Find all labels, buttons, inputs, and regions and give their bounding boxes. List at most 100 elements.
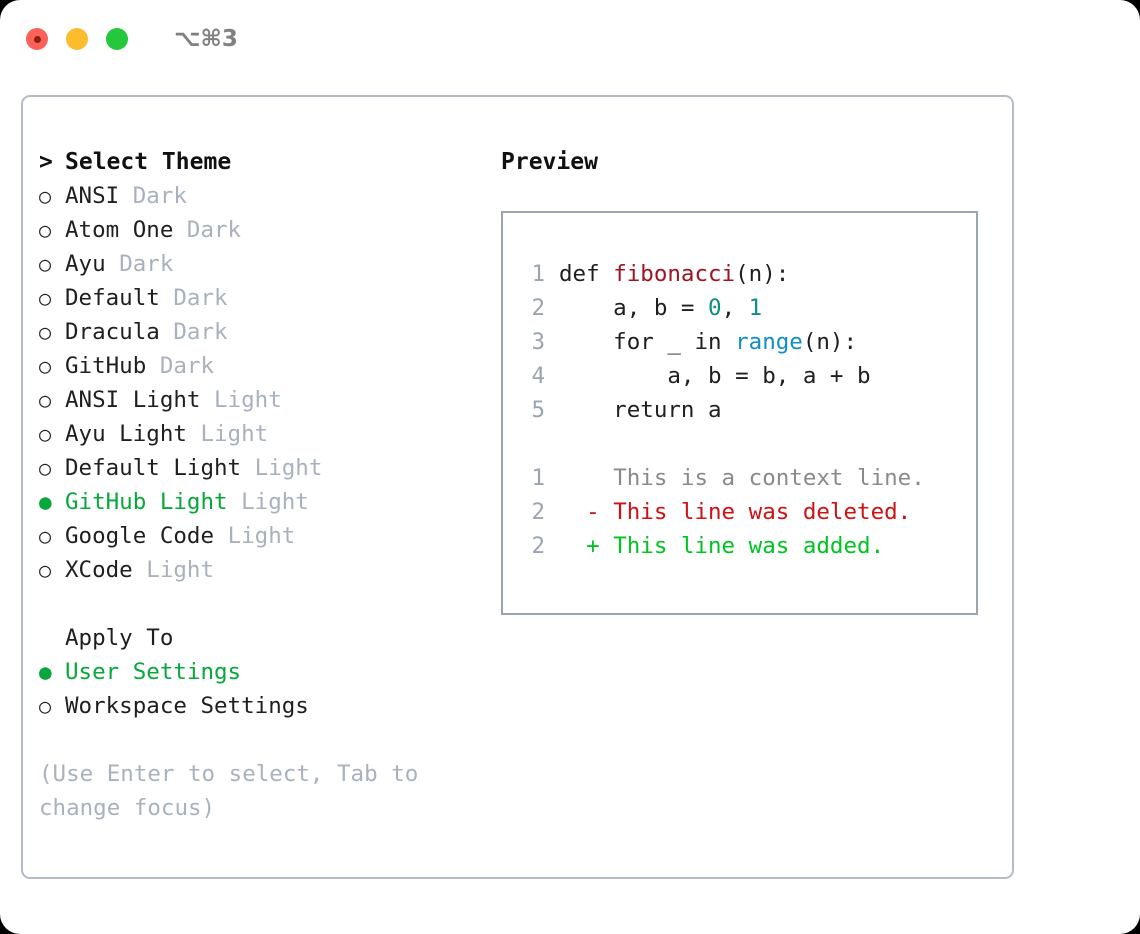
- keyboard-shortcut-label: ⌥⌘3: [174, 26, 238, 52]
- theme-name-tag-separator: [214, 519, 228, 553]
- theme-type-tag: Light: [200, 421, 269, 447]
- radio-unselected-icon: ○: [39, 184, 52, 208]
- theme-list-item[interactable]: ○ Default Dark: [39, 281, 479, 315]
- theme-type-tag: Dark: [186, 217, 242, 243]
- code-token: 0: [708, 295, 722, 321]
- theme-name-tag-separator: [160, 281, 174, 315]
- theme-name: Dracula: [65, 319, 160, 345]
- list-spacer: [39, 587, 479, 621]
- apply-to-option[interactable]: ●User Settings: [39, 655, 479, 689]
- minimize-button[interactable]: [66, 28, 88, 50]
- apply-to-heading: Apply To: [39, 621, 479, 655]
- theme-type-tag: Dark: [173, 319, 228, 345]
- theme-list-item[interactable]: ○Default Light Light: [39, 451, 479, 485]
- theme-list-item[interactable]: ○ ANSI Light Light: [39, 383, 479, 417]
- radio-unselected-icon: ○: [39, 388, 52, 412]
- theme-list-item[interactable]: ○ANSI Dark: [39, 179, 479, 213]
- code-token: return a: [559, 397, 722, 423]
- theme-type-tag: Dark: [159, 353, 215, 379]
- theme-name-tag-separator: [228, 485, 242, 519]
- theme-list-item[interactable]: ○ Dracula Dark: [39, 315, 479, 349]
- select-theme-title: Select Theme: [65, 149, 232, 175]
- code-line: 5 return a: [517, 393, 976, 427]
- theme-name: GitHub: [65, 353, 147, 379]
- keyboard-hint-text: (Use Enter to select, Tab to change focu…: [39, 761, 419, 821]
- code-diff-gap: [517, 427, 976, 461]
- theme-name-tag-separator: [187, 417, 201, 451]
- theme-list-item[interactable]: ○Ayu Dark: [39, 247, 479, 281]
- theme-name: Ayu: [65, 251, 106, 277]
- theme-name-tag-separator: [133, 553, 147, 587]
- theme-type-tag: Dark: [132, 183, 187, 209]
- diff-marker: [559, 461, 613, 495]
- close-button[interactable]: [26, 28, 48, 50]
- code-line: 1 def fibonacci(n):: [517, 257, 976, 291]
- code-token: (n):: [735, 261, 790, 287]
- code-token: fibonacci: [613, 261, 736, 287]
- theme-name: Google Code: [65, 523, 215, 549]
- radio-unselected-icon: ○: [39, 694, 52, 718]
- radio-unselected-icon: ○: [39, 286, 52, 310]
- diff-line-text: This is a context line.: [613, 465, 925, 491]
- diff-line: 1 This is a context line.: [517, 461, 976, 495]
- code-line: 3 for _ in range(n):: [517, 325, 976, 359]
- code-line-content: a, b = b, a + b: [559, 359, 870, 393]
- theme-name-tag-separator: [160, 315, 174, 349]
- content-panel: > Select Theme ○ANSI Dark○Atom One Dark○…: [21, 95, 1014, 879]
- code-line: 4 a, b = b, a + b: [517, 359, 976, 393]
- diff-marker: +: [559, 533, 614, 559]
- code-token: range: [735, 329, 803, 355]
- theme-name-tag-separator: [200, 383, 214, 417]
- radio-selected-icon: ●: [39, 490, 52, 514]
- select-theme-heading: > Select Theme: [39, 145, 479, 179]
- theme-type-tag: Light: [146, 557, 215, 583]
- code-token: def: [559, 261, 614, 287]
- diff-line-number: 2: [531, 499, 545, 525]
- theme-type-tag: Light: [227, 523, 296, 549]
- theme-type-tag: Dark: [173, 285, 228, 311]
- radio-unselected-icon: ○: [39, 524, 52, 548]
- diff-line-number: 2: [531, 533, 545, 559]
- diff-line: 2 + This line was added.: [517, 529, 976, 563]
- diff-line: 2 - This line was deleted.: [517, 495, 976, 529]
- theme-type-tag: Light: [214, 387, 282, 413]
- diff-line-text: This line was added.: [613, 533, 885, 559]
- theme-name: Atom One: [65, 217, 174, 243]
- theme-name-tag-separator: [241, 451, 255, 485]
- code-line-number: 1: [531, 261, 545, 287]
- theme-list-item[interactable]: ○ Google Code Light: [39, 519, 479, 553]
- apply-to-title: Apply To: [65, 625, 174, 651]
- theme-name: GitHub Light: [65, 489, 228, 515]
- apply-to-option[interactable]: ○Workspace Settings: [39, 689, 479, 723]
- radio-unselected-icon: ○: [39, 354, 52, 378]
- theme-name: Default Light: [65, 455, 242, 481]
- code-token: a, b =: [559, 295, 709, 321]
- code-token: for _ in: [559, 329, 736, 355]
- code-token: (n):: [802, 329, 858, 355]
- preview-heading: Preview: [501, 149, 598, 175]
- theme-name-tag-separator: [173, 213, 187, 247]
- radio-unselected-icon: ○: [39, 422, 52, 446]
- theme-list-item[interactable]: ○Atom One Dark: [39, 213, 479, 247]
- theme-selection-column: > Select Theme ○ANSI Dark○Atom One Dark○…: [39, 145, 479, 825]
- code-token: 1: [748, 295, 763, 321]
- apply-to-options[interactable]: ●User Settings○Workspace Settings: [39, 655, 479, 723]
- theme-list-item[interactable]: ○ GitHub Dark: [39, 349, 479, 383]
- theme-list-item[interactable]: ●GitHub Light Light: [39, 485, 479, 519]
- caret-icon: >: [39, 149, 53, 175]
- theme-list[interactable]: ○ANSI Dark○Atom One Dark○Ayu Dark○Defaul…: [39, 179, 479, 587]
- theme-name: ANSI Light: [65, 387, 201, 413]
- code-line: 2 a, b = 0, 1: [517, 291, 976, 325]
- theme-name: Default: [65, 285, 160, 311]
- theme-name-tag-separator: [146, 349, 160, 383]
- theme-type-tag: Light: [254, 455, 323, 481]
- radio-unselected-icon: ○: [39, 320, 52, 344]
- theme-list-item[interactable]: ○Ayu Light Light: [39, 417, 479, 451]
- theme-list-item[interactable]: ○XCode Light: [39, 553, 479, 587]
- diff-block: 1 This is a context line.2 - This line w…: [517, 461, 976, 563]
- diff-marker: -: [559, 499, 614, 525]
- zoom-button[interactable]: [106, 28, 128, 50]
